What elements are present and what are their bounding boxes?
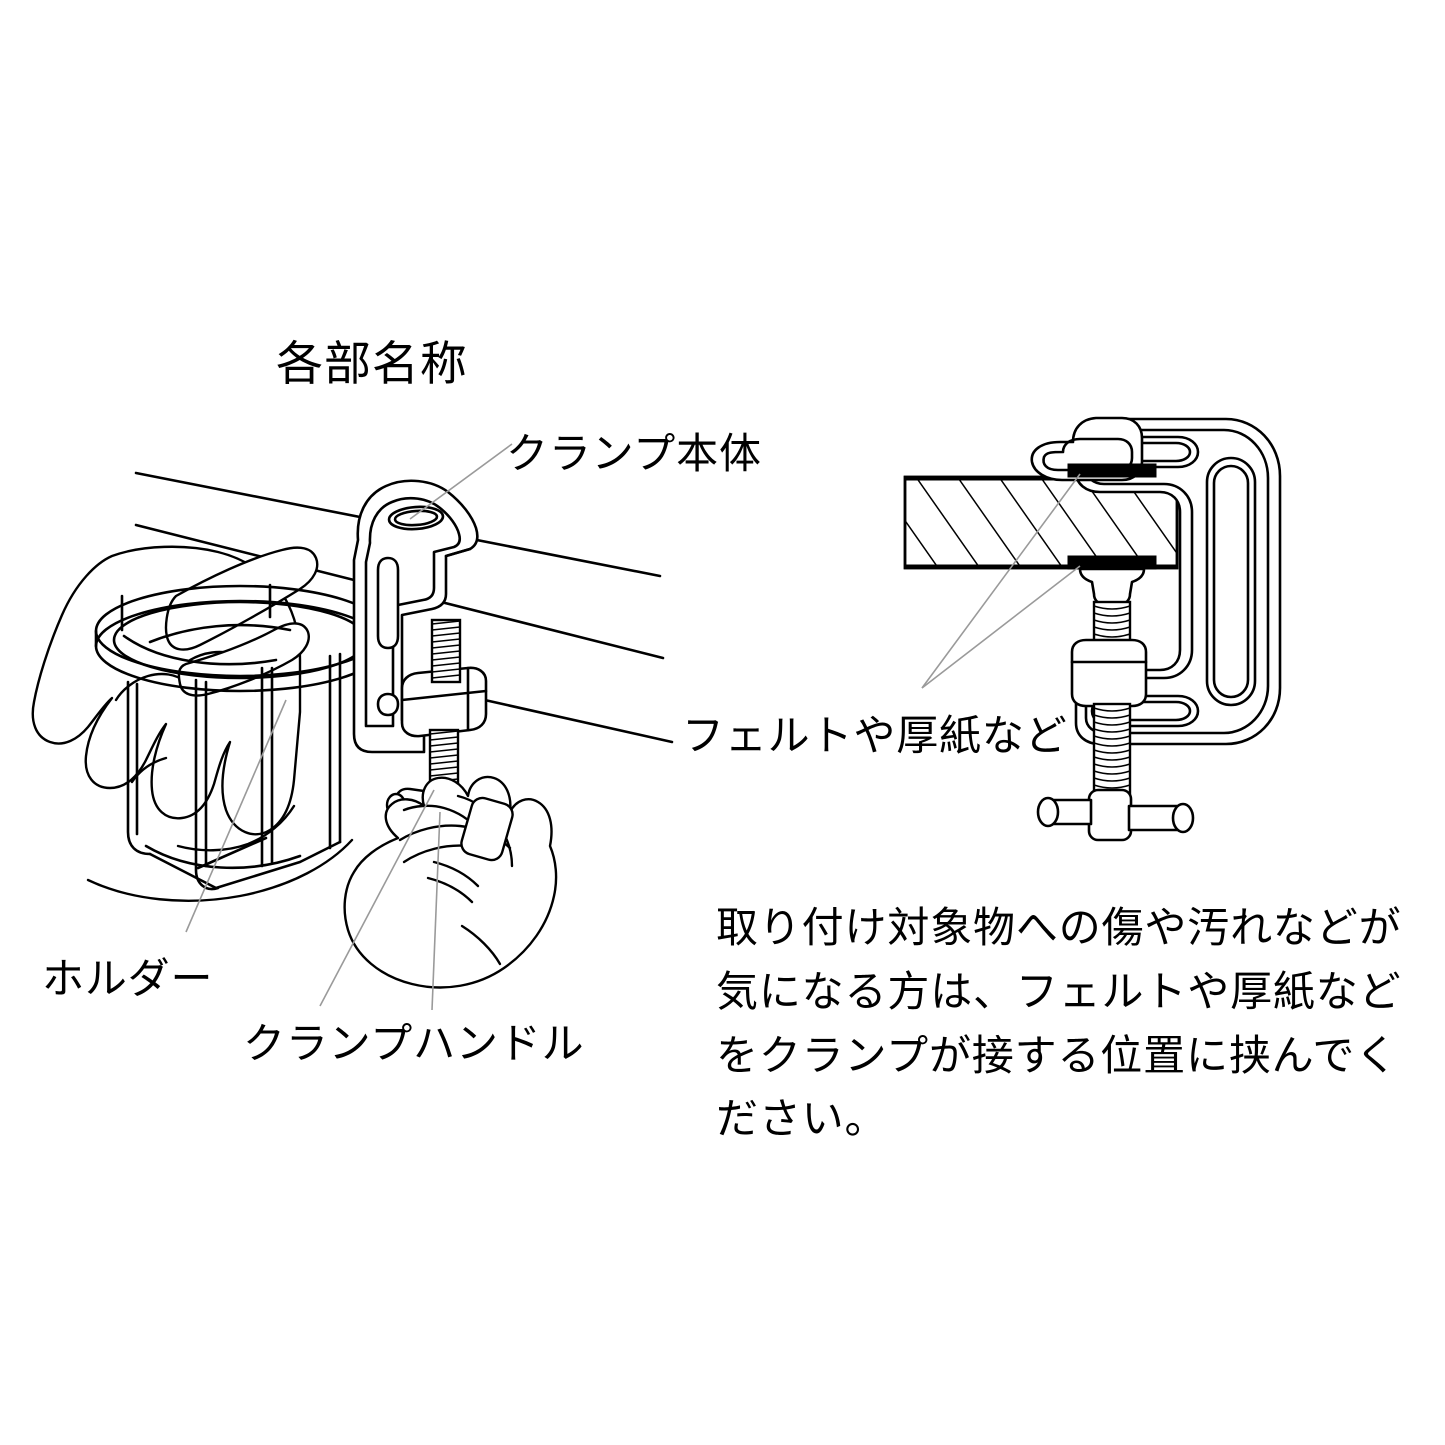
page-title: 各部名称	[276, 337, 468, 390]
leader-lines-left	[185, 443, 513, 1011]
leader-lines-right	[921, 473, 1081, 689]
left-hand-illustration	[31, 545, 354, 902]
clamp-nut-block-right	[1070, 638, 1148, 708]
clamp-body-illustration-left	[352, 479, 479, 754]
felt-pad-bottom	[1067, 555, 1157, 570]
clamp-shoe-left	[400, 666, 488, 738]
label-clamp-handle: クランプハンドル	[243, 1020, 585, 1067]
felt-pad-top	[1067, 463, 1157, 478]
mounting-board-cross-section	[903, 475, 1179, 570]
clamp-screw-left	[428, 618, 462, 808]
label-clamp-body: クランプ本体	[506, 430, 762, 477]
clamp-upper-jaw-right	[1030, 416, 1144, 482]
clamp-body-illustration-right	[1074, 417, 1282, 746]
clamp-handle-illustration-left	[385, 787, 475, 828]
clamp-pressure-pad-right	[1078, 567, 1146, 606]
label-felt-or-cardboard: フェルトや厚紙など	[682, 712, 1068, 759]
label-holder: ホルダー	[42, 955, 214, 1002]
right-hand-illustration	[343, 775, 558, 989]
instruction-paragraph: 取り付け対象物への傷や汚れなどが気になる方は、フェルトや厚紙などをクランプが接す…	[716, 904, 1402, 1143]
clamp-screw-right-upper	[1092, 600, 1132, 682]
left-hand-thumb	[164, 546, 319, 697]
cup-holder-illustration	[94, 583, 386, 891]
desk-edge-lines	[134, 471, 674, 744]
clamp-handle-illustration-right	[1036, 788, 1195, 842]
clamp-screw-right-lower	[1092, 702, 1132, 804]
